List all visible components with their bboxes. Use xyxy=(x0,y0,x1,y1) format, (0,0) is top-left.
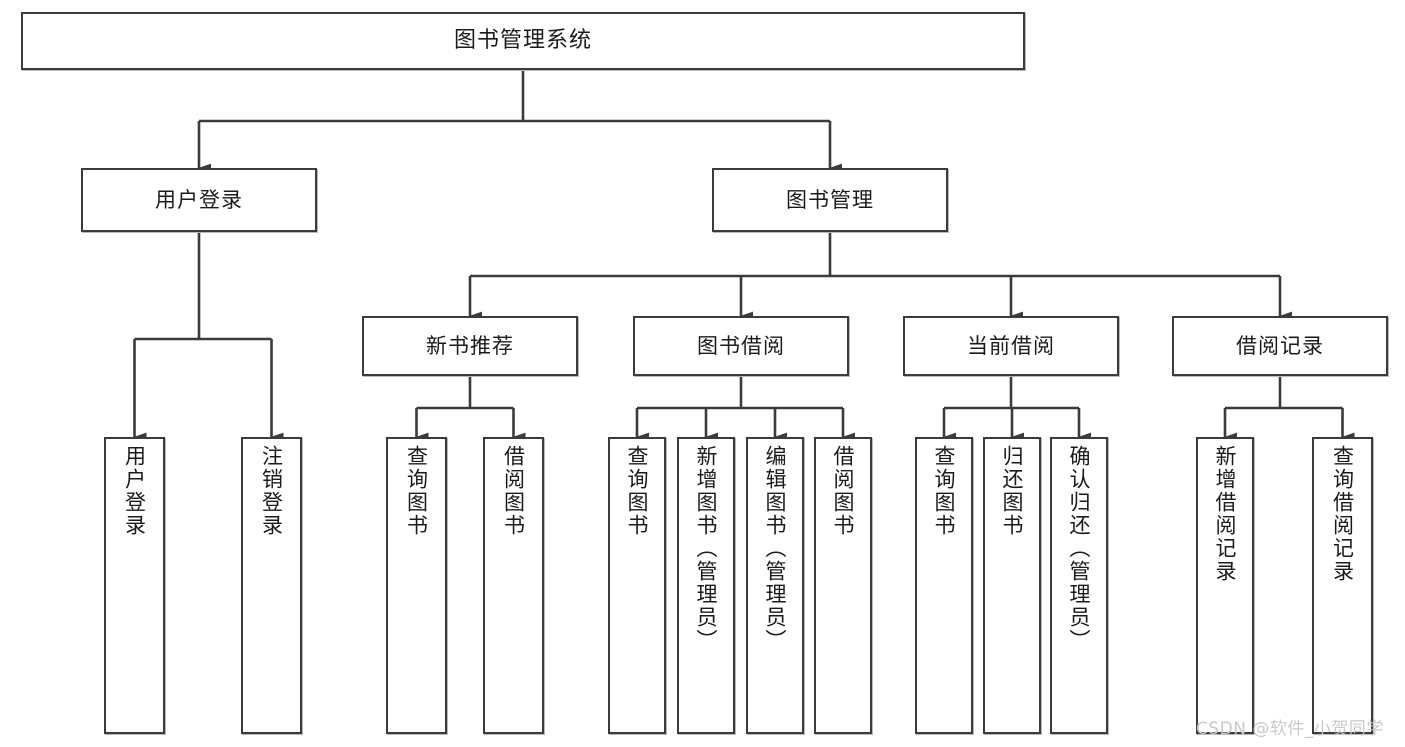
node-label-l-cu-return: 归还图书 xyxy=(1000,445,1025,537)
node-l-bo-query[interactable]: 查询图书 xyxy=(608,437,666,734)
node-label-l-login: 用户登录 xyxy=(122,445,147,537)
node-l-login[interactable]: 用户登录 xyxy=(104,437,165,734)
node-label-l-cu-query: 查询图书 xyxy=(932,445,957,537)
node-l-bo-add[interactable]: 新增图书（管理员） xyxy=(677,437,735,734)
node-l-re-query[interactable]: 查询借阅记录 xyxy=(1312,437,1373,734)
node-label-l-cu-confirm: 确认归还（管理员） xyxy=(1067,445,1092,652)
connector-group xyxy=(133,70,1355,442)
node-label-login: 用户登录 xyxy=(155,187,243,212)
node-l-nb-borrow[interactable]: 借阅图书 xyxy=(483,437,544,734)
node-root[interactable]: 图书管理系统 xyxy=(21,12,1025,70)
node-label-root: 图书管理系统 xyxy=(453,28,592,54)
node-label-l-re-query: 查询借阅记录 xyxy=(1330,445,1355,583)
node-l-bo-lend[interactable]: 借阅图书 xyxy=(814,437,872,734)
node-l-cu-confirm[interactable]: 确认归还（管理员） xyxy=(1050,437,1108,734)
node-label-l-bo-edit: 编辑图书（管理员） xyxy=(763,445,788,652)
node-label-newbook: 新书推荐 xyxy=(426,333,514,358)
node-label-l-nb-borrow: 借阅图书 xyxy=(501,445,526,537)
node-label-l-re-add: 新增借阅记录 xyxy=(1213,445,1238,583)
node-l-cu-return[interactable]: 归还图书 xyxy=(983,437,1041,734)
node-label-l-bo-add: 新增图书（管理员） xyxy=(694,445,719,652)
node-label-l-nb-query: 查询图书 xyxy=(404,445,429,537)
node-newbook[interactable]: 新书推荐 xyxy=(362,316,578,376)
node-label-bookmgmt: 图书管理 xyxy=(786,187,874,212)
node-label-l-logout: 注销登录 xyxy=(259,445,284,537)
node-l-logout[interactable]: 注销登录 xyxy=(241,437,302,734)
node-label-current: 当前借阅 xyxy=(967,333,1055,358)
node-l-bo-edit[interactable]: 编辑图书（管理员） xyxy=(746,437,804,734)
node-l-re-add[interactable]: 新增借阅记录 xyxy=(1196,437,1254,734)
node-records[interactable]: 借阅记录 xyxy=(1172,316,1388,376)
node-borrow[interactable]: 图书借阅 xyxy=(633,316,849,376)
node-l-nb-query[interactable]: 查询图书 xyxy=(386,437,447,734)
node-label-l-bo-query: 查询图书 xyxy=(625,445,650,537)
node-login[interactable]: 用户登录 xyxy=(81,168,317,232)
node-label-l-bo-lend: 借阅图书 xyxy=(831,445,856,537)
node-label-borrow: 图书借阅 xyxy=(697,333,785,358)
node-bookmgmt[interactable]: 图书管理 xyxy=(712,168,948,232)
node-l-cu-query[interactable]: 查询图书 xyxy=(915,437,973,734)
node-current[interactable]: 当前借阅 xyxy=(903,316,1119,376)
node-label-records: 借阅记录 xyxy=(1236,333,1324,358)
